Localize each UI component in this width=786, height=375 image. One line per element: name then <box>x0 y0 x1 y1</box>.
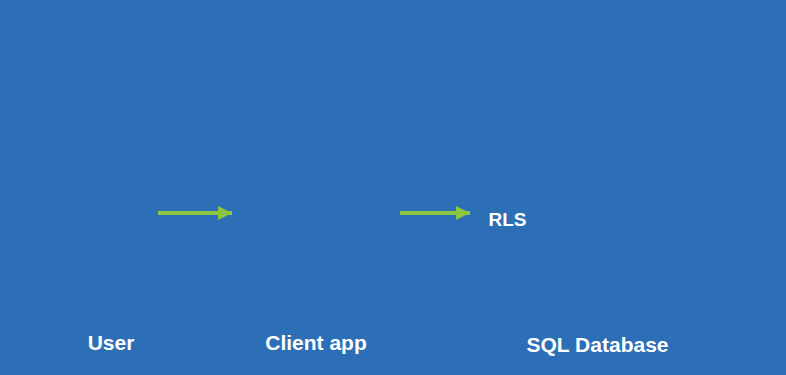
user-icon: User <box>68 166 154 258</box>
client-app-window: Client app <box>232 140 400 285</box>
component-label: Client app <box>265 330 367 355</box>
flow-arrow <box>400 211 470 215</box>
person-figure <box>80 167 142 258</box>
database-cylinder <box>440 38 755 330</box>
flow-arrow <box>158 211 232 215</box>
window-title-bar <box>232 140 400 164</box>
window-frame <box>235 143 397 282</box>
database-cylinder: SQL DatabaseRLS <box>440 38 755 330</box>
gear-icon <box>282 191 349 258</box>
cylinder-rim <box>440 38 755 102</box>
component-label: SQL Database <box>526 332 668 357</box>
data-table <box>590 160 712 274</box>
user-icon <box>68 166 154 258</box>
cylinder-top <box>457 47 739 95</box>
cylinder-body <box>440 70 755 330</box>
rls-shield: RLS <box>470 192 545 262</box>
component-label: User <box>88 330 135 355</box>
cylinder-top-fill <box>462 57 734 95</box>
filter-arrows <box>547 184 589 250</box>
client-app-window <box>232 140 400 285</box>
shield-label: RLS <box>470 209 545 232</box>
